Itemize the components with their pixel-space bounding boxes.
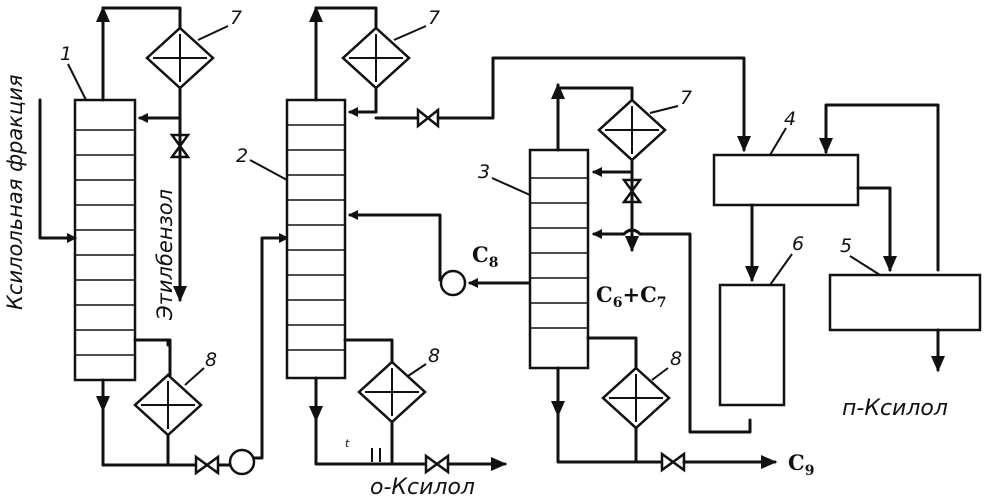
column-2-bottoms <box>314 418 428 466</box>
unit-4 <box>712 153 860 207</box>
column-3-bottoms <box>556 413 664 464</box>
c6c7-label: C6+C7 <box>596 282 667 311</box>
valve-o-xylene <box>424 453 450 475</box>
c8-recycle <box>348 210 442 282</box>
feed-line <box>38 98 77 243</box>
reb1-leader <box>184 367 205 386</box>
column-2-reboiler-feed <box>343 338 394 367</box>
condenser-1-number: 7 <box>230 7 242 29</box>
o-xylene-label: о-Ксилол <box>370 475 475 499</box>
reboiler-1-number: 8 <box>205 349 217 371</box>
column-2-vapor-to-condenser <box>314 6 378 30</box>
column-1-number: 1 <box>60 43 72 65</box>
cond1-leader <box>197 25 229 41</box>
p-xylene-label: п-Ксилол <box>842 396 948 421</box>
unit-6-number: 6 <box>792 233 804 255</box>
col1-leader <box>67 63 87 101</box>
column-2-trays <box>287 124 345 351</box>
column-3-vapor-to-condenser <box>556 86 634 102</box>
column-3-reflux <box>592 158 634 177</box>
column-1-vapor-to-condenser <box>101 6 182 30</box>
crossover-hop <box>622 228 642 236</box>
unit-5 <box>828 273 982 332</box>
column-3-reboiler-feed <box>586 336 638 372</box>
condenser-3 <box>597 98 667 162</box>
reboiler-2-number: 8 <box>428 345 440 367</box>
column-3-number: 3 <box>478 161 490 183</box>
unit-5-number: 5 <box>840 235 852 257</box>
ethylbenzene-label: Этилбензол <box>153 189 177 321</box>
reb2-leader <box>407 363 427 377</box>
column-1-bottoms <box>101 408 232 467</box>
o-xylene-mark <box>371 448 381 462</box>
column-2 <box>285 98 347 380</box>
reboiler-1 <box>133 373 203 437</box>
reb3-leader <box>651 367 669 381</box>
column-3 <box>528 148 590 370</box>
unit4-leader <box>769 127 787 156</box>
condenser-2-number: 7 <box>428 7 440 29</box>
valve-col1-bottoms <box>194 454 220 476</box>
column-2-number: 2 <box>236 145 248 167</box>
pump-c8 <box>439 269 467 297</box>
column-3-trays <box>530 177 588 329</box>
c9-label: C9 <box>788 450 814 479</box>
valve-col2-distillate <box>416 107 440 129</box>
column-2-reflux <box>348 86 378 117</box>
valve-c9 <box>660 451 686 473</box>
unit-4-number: 4 <box>784 108 796 130</box>
col2-leader <box>249 159 288 181</box>
reboiler-3 <box>601 366 671 430</box>
feed-to-column-2 <box>252 233 289 460</box>
unit-6-to-column-3 <box>638 232 752 434</box>
column-1-reflux <box>138 86 182 123</box>
unit-6 <box>718 283 786 407</box>
small-t-label: t <box>345 437 350 450</box>
unit-4-to-unit-5 <box>856 186 897 272</box>
unit-5-recycle-to-unit-4 <box>819 103 940 272</box>
distillate-to-unit-4 <box>436 56 751 152</box>
column-1 <box>73 98 137 382</box>
unit5-leader <box>849 255 881 276</box>
column-1-reboiler-feed <box>133 338 172 377</box>
column-1-trays <box>75 129 135 356</box>
feed-label: Ксилольная фракция <box>3 75 27 311</box>
unit6-leader <box>769 253 793 286</box>
cond3-leader <box>649 105 679 114</box>
col3-leader <box>491 177 531 196</box>
cond2-leader <box>393 25 427 41</box>
pump-1 <box>228 448 256 476</box>
c8-label: C8 <box>472 242 498 271</box>
reboiler-3-number: 8 <box>670 348 682 370</box>
condenser-3-number: 7 <box>680 87 692 109</box>
